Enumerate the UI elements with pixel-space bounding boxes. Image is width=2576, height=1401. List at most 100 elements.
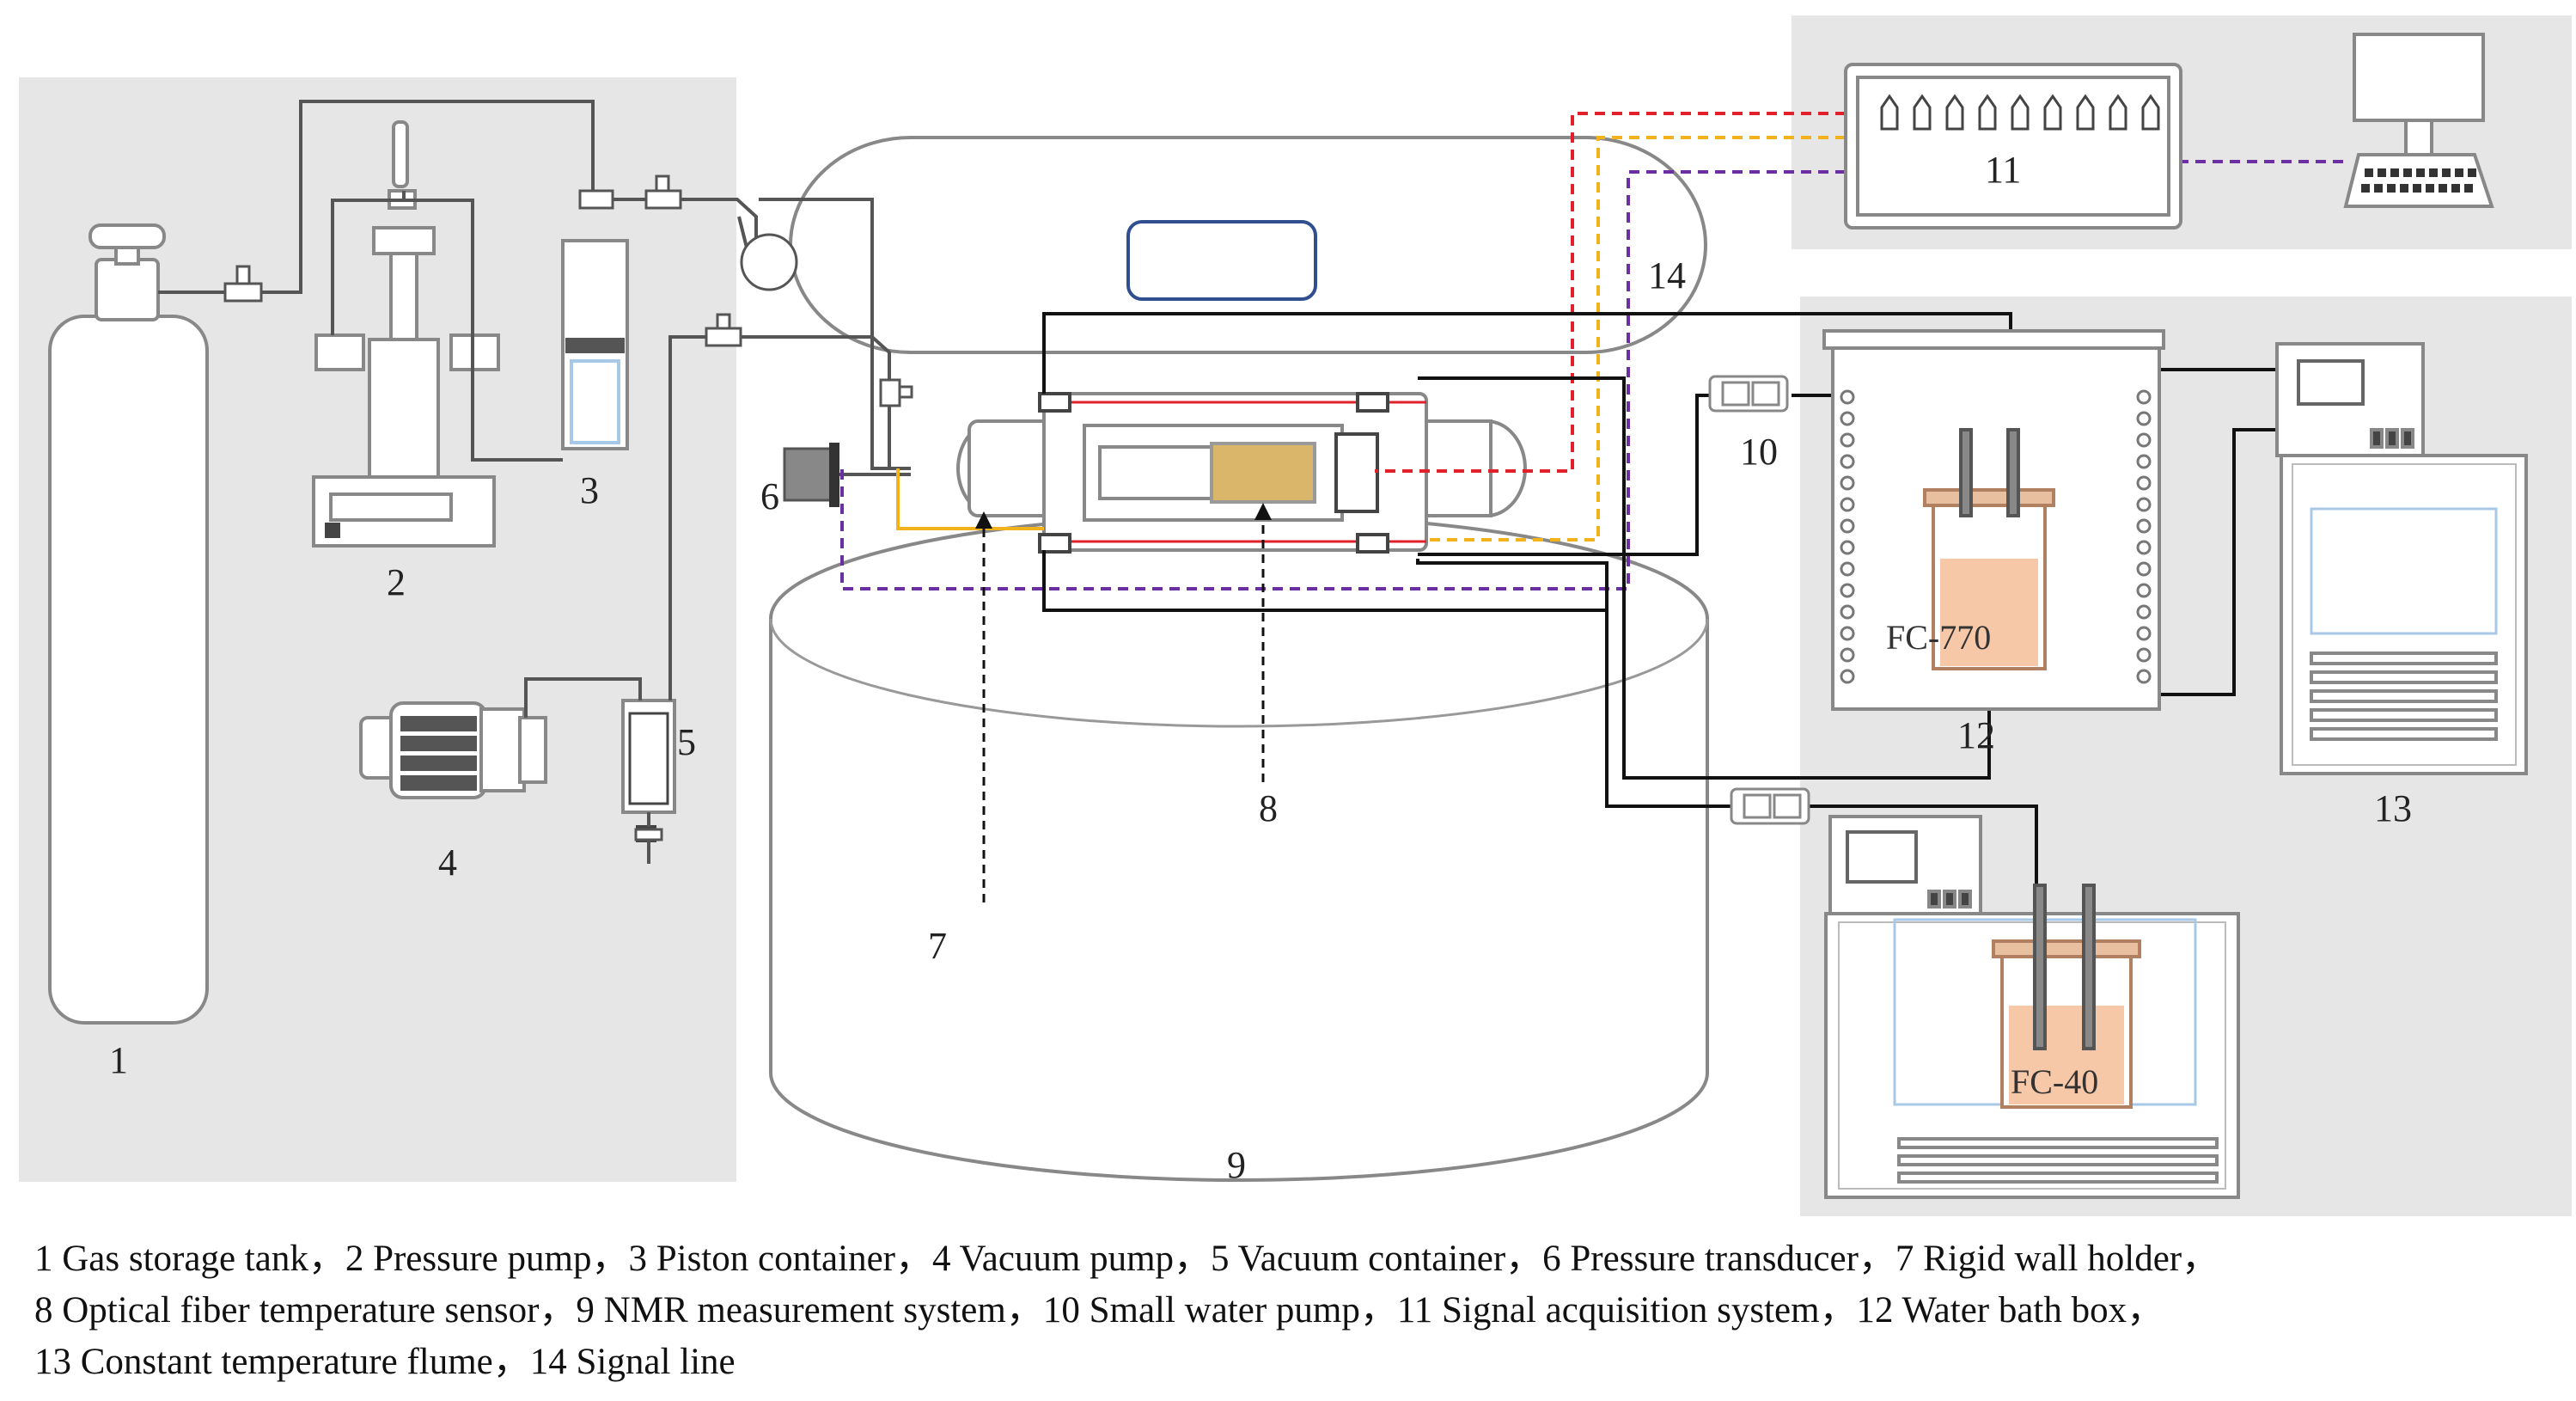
water-bath-box xyxy=(1822,329,2165,711)
label-14: 14 xyxy=(1648,254,1686,297)
key-icon xyxy=(2413,184,2421,193)
key-icon xyxy=(2403,168,2412,177)
valve-icon xyxy=(578,189,614,210)
coil-ring-icon xyxy=(1840,583,1855,598)
coil-ring-icon xyxy=(1840,497,1855,512)
port-icon xyxy=(1913,94,1932,131)
figure-caption: 1 Gas storage tank，2 Pressure pump，3 Pis… xyxy=(34,1233,2552,1388)
valve-icon xyxy=(223,282,263,303)
pressure-transducer xyxy=(783,443,839,507)
signal-line-red xyxy=(1375,112,1846,473)
key-icon xyxy=(2361,184,2370,193)
coil-ring-icon xyxy=(1840,518,1855,534)
pressure-pump xyxy=(312,120,500,548)
rigid-wall-holder xyxy=(956,392,1527,554)
key-icon xyxy=(2464,184,2473,193)
label-5: 5 xyxy=(677,721,696,763)
key-icon xyxy=(2416,168,2425,177)
port-icon xyxy=(2076,94,2095,131)
acquisition-ports xyxy=(1880,94,2160,131)
coil-ring-icon xyxy=(2136,518,2152,534)
vacuum-pump xyxy=(359,701,547,799)
port-icon xyxy=(2141,94,2160,131)
coil-icon xyxy=(740,233,798,291)
label-11: 11 xyxy=(1985,149,2021,191)
coil-ring-icon xyxy=(1840,389,1855,405)
label-12: 12 xyxy=(1957,714,1995,756)
label-4: 4 xyxy=(438,841,457,884)
signal-line-yellow xyxy=(1426,136,1846,541)
heating-coils xyxy=(1840,389,2152,684)
yellow-solid-line xyxy=(896,468,1044,530)
fc40-bath xyxy=(1824,815,2240,1199)
key-icon xyxy=(2390,168,2399,177)
key-icon xyxy=(2374,184,2383,193)
coil-ring-icon xyxy=(2136,389,2152,405)
coil-ring-icon xyxy=(2136,647,2152,663)
port-icon xyxy=(1978,94,1997,131)
nmr-magnet-lower xyxy=(769,512,1709,1182)
key-icon xyxy=(2378,168,2386,177)
label-13: 13 xyxy=(2374,787,2412,829)
signal-lines xyxy=(840,112,2346,590)
coil-ring-icon xyxy=(2136,475,2152,491)
key-icon xyxy=(2400,184,2408,193)
arrow-heads xyxy=(975,503,1272,529)
label-fc40: FC-40 xyxy=(2011,1062,2098,1101)
coil-ring-icon xyxy=(2136,432,2152,448)
caption-line-1: 1 Gas storage tank，2 Pressure pump，3 Pis… xyxy=(34,1239,2219,1279)
coil-ring-icon xyxy=(1840,475,1855,491)
label-8: 8 xyxy=(1259,787,1278,829)
caption-line-3: 13 Constant temperature flume，14 Signal … xyxy=(34,1342,736,1382)
signal-line-purple xyxy=(840,170,1846,590)
key-icon xyxy=(2468,168,2476,177)
label-2: 2 xyxy=(387,561,406,603)
key-icon xyxy=(2442,168,2451,177)
coil-ring-icon xyxy=(1840,432,1855,448)
coil-ring-icon xyxy=(1840,454,1855,469)
coil-ring-icon xyxy=(2136,669,2152,684)
signal-acquisition-system xyxy=(1844,63,2182,229)
port-icon xyxy=(2109,94,2127,131)
valve-icon xyxy=(879,378,901,407)
nmr-display-window xyxy=(1126,220,1317,301)
label-10: 10 xyxy=(1740,431,1778,473)
caption-line-2: 8 Optical fiber temperature sensor，9 NMR… xyxy=(34,1290,2164,1331)
nmr-measurement-system xyxy=(769,136,1709,1182)
coil-ring-icon xyxy=(1840,647,1855,663)
key-icon xyxy=(2426,184,2434,193)
indicator-arrows xyxy=(982,516,1265,902)
valves xyxy=(223,174,913,841)
fc770-liquid xyxy=(1940,559,2038,666)
coil-ring-icon xyxy=(2136,540,2152,555)
key-icon xyxy=(2387,184,2396,193)
coil-ring-icon xyxy=(1840,626,1855,641)
port-icon xyxy=(2011,94,2030,131)
label-7: 7 xyxy=(928,925,947,967)
piston-container xyxy=(561,239,629,450)
label-3: 3 xyxy=(580,469,599,511)
label-6: 6 xyxy=(760,475,779,517)
keyboard-icon xyxy=(2343,153,2494,208)
coil-ring-icon xyxy=(2136,604,2152,620)
key-icon xyxy=(2365,168,2373,177)
coil-ring-icon xyxy=(2136,583,2152,598)
coil-ring-icon xyxy=(2136,626,2152,641)
coil-ring-icon xyxy=(2136,411,2152,426)
fc40-liquid xyxy=(2009,1006,2124,1104)
coil-ring-icon xyxy=(1840,561,1855,577)
port-icon xyxy=(1880,94,1899,131)
gas-storage-tank xyxy=(48,223,209,1025)
key-icon xyxy=(2429,168,2438,177)
label-1: 1 xyxy=(109,1039,128,1081)
valve-icon xyxy=(705,327,742,347)
rock-sample xyxy=(1210,442,1316,504)
key-icon xyxy=(2455,168,2463,177)
coil-ring-icon xyxy=(2136,497,2152,512)
key-icon xyxy=(2451,184,2460,193)
monitor-icon xyxy=(2353,33,2485,122)
computer xyxy=(2343,33,2494,208)
coil-ring-icon xyxy=(1840,604,1855,620)
key-icon xyxy=(2439,184,2447,193)
label-fc770: FC-770 xyxy=(1886,618,1991,657)
